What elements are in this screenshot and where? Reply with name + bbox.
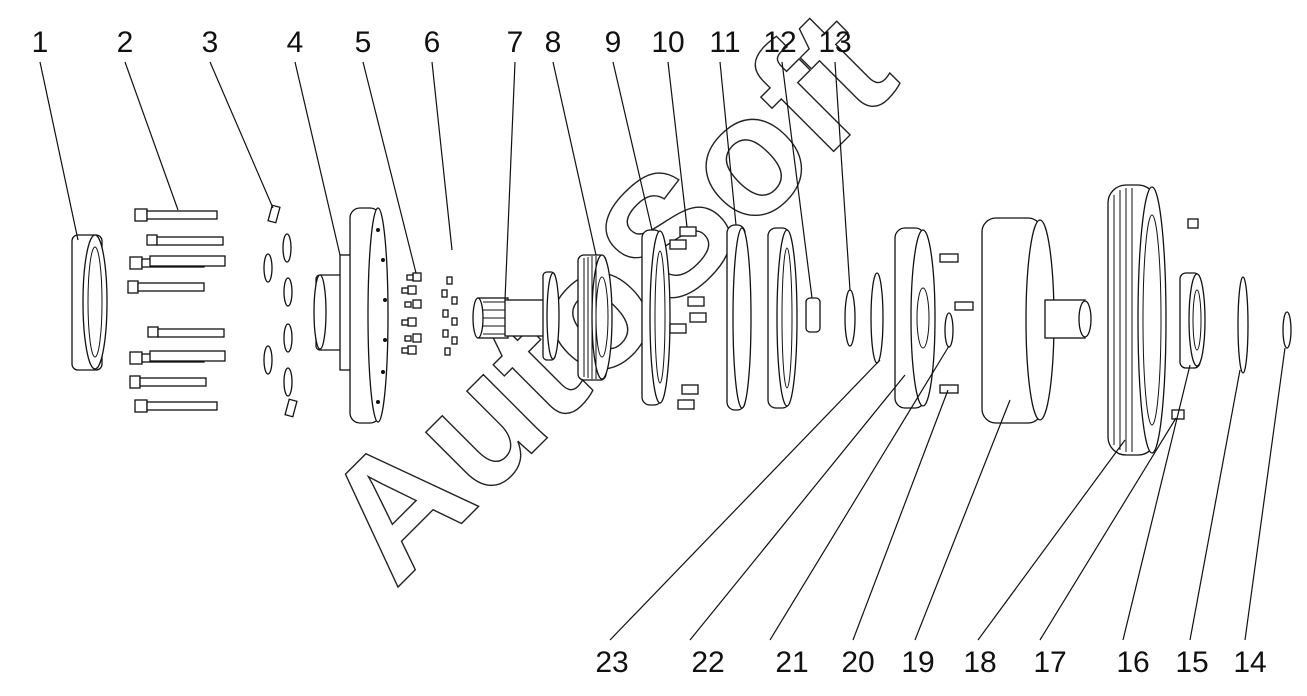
callout-6: 6 bbox=[424, 26, 441, 59]
callout-5: 5 bbox=[355, 26, 372, 59]
callout-2: 2 bbox=[117, 26, 134, 59]
part-2-bolts bbox=[127, 208, 226, 413]
callout-22: 22 bbox=[691, 646, 724, 679]
callout-18: 18 bbox=[963, 646, 996, 679]
part-22-piston-housing bbox=[894, 227, 936, 409]
part-5-nuts bbox=[401, 272, 422, 355]
part-12-friction-disc bbox=[767, 227, 798, 409]
callout-13: 13 bbox=[818, 26, 851, 59]
part-1-bearing bbox=[71, 234, 108, 371]
part-21-ring bbox=[944, 312, 954, 348]
part-13-spacer bbox=[805, 272, 884, 364]
part-7-splined-shaft bbox=[472, 271, 560, 361]
part-20-pins bbox=[939, 253, 974, 394]
callout-1: 1 bbox=[32, 26, 49, 59]
callout-3: 3 bbox=[202, 26, 219, 59]
part-19-carrier bbox=[981, 217, 1092, 424]
callout-7: 7 bbox=[507, 26, 524, 59]
part-15-snap-ring bbox=[1237, 276, 1249, 374]
callout-21: 21 bbox=[775, 646, 808, 679]
callout-17: 17 bbox=[1033, 646, 1066, 679]
part-10-pins bbox=[669, 226, 707, 410]
callout-12: 12 bbox=[763, 26, 796, 59]
part-9-friction-disc bbox=[641, 229, 671, 406]
leader-lines bbox=[39, 61, 1286, 641]
callout-8: 8 bbox=[545, 26, 562, 59]
part-11-plate bbox=[726, 224, 752, 411]
callouts-bottom: 23 22 21 20 19 18 17 16 15 14 bbox=[595, 646, 1266, 679]
part-8-gear bbox=[577, 254, 613, 381]
callout-23: 23 bbox=[595, 646, 628, 679]
callout-15: 15 bbox=[1175, 646, 1208, 679]
callout-4: 4 bbox=[287, 26, 304, 59]
part-6-washers bbox=[441, 276, 458, 356]
callout-19: 19 bbox=[901, 646, 934, 679]
callout-20: 20 bbox=[841, 646, 874, 679]
callout-9: 9 bbox=[605, 26, 622, 59]
callouts-top: 1 2 3 4 5 6 7 8 9 10 11 12 13 bbox=[32, 26, 852, 59]
part-4-hub-flange bbox=[313, 207, 389, 424]
part-18-ring-gear bbox=[1107, 184, 1167, 456]
part-3-clips bbox=[263, 204, 298, 418]
part-14-small-ring bbox=[1282, 311, 1292, 349]
part-16-bearing bbox=[1179, 272, 1206, 369]
callout-16: 16 bbox=[1116, 646, 1149, 679]
callout-11: 11 bbox=[709, 26, 740, 59]
callout-14: 14 bbox=[1233, 646, 1266, 679]
callout-10: 10 bbox=[651, 26, 684, 59]
